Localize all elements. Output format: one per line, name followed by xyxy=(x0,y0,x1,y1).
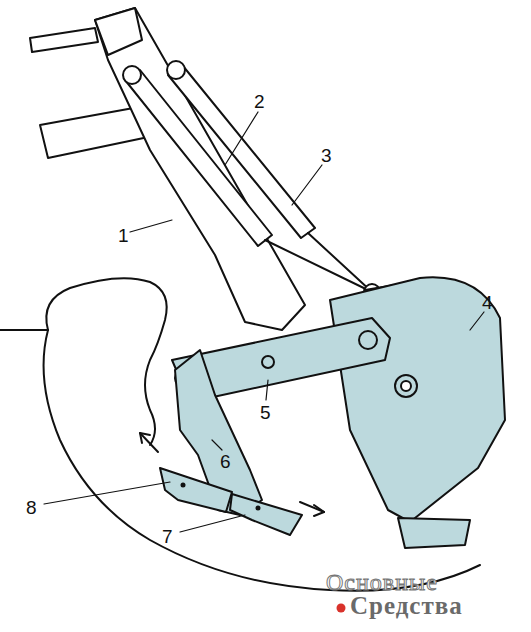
leader-line xyxy=(225,112,258,165)
pivot xyxy=(167,61,185,79)
soil-chunk xyxy=(46,278,166,445)
boom-head xyxy=(95,8,142,55)
pivot xyxy=(401,381,411,391)
pivot xyxy=(123,66,141,84)
bucket-tooth xyxy=(398,518,470,548)
ripper-tooth xyxy=(230,494,302,535)
leader-line xyxy=(266,380,268,400)
watermark: Основные xyxy=(326,570,438,594)
ripper-tooth xyxy=(160,468,232,512)
boom-stub xyxy=(30,28,98,52)
watermark: Средства xyxy=(350,593,463,618)
arrow-head xyxy=(314,505,324,516)
pivot xyxy=(359,331,377,349)
callout-number: 7 xyxy=(162,527,173,546)
leader-line xyxy=(180,515,245,532)
leader-line xyxy=(470,312,484,330)
callout-number: 5 xyxy=(260,403,271,422)
pivot xyxy=(395,375,417,397)
leader-line xyxy=(44,482,170,504)
pivot xyxy=(262,356,274,368)
leader-line xyxy=(130,220,172,232)
cylinder-3 xyxy=(168,66,315,238)
rivet xyxy=(181,483,186,488)
motion-arrow xyxy=(140,433,158,452)
ground-line xyxy=(0,329,48,331)
leader-line xyxy=(292,165,322,205)
boom xyxy=(95,8,305,330)
watermark-dot xyxy=(337,604,346,613)
callout-number: 6 xyxy=(220,452,231,471)
callout-number: 8 xyxy=(26,498,37,517)
callout-number: 1 xyxy=(118,226,129,245)
rivet xyxy=(256,506,261,511)
callout-number: 4 xyxy=(482,293,493,312)
bucket xyxy=(330,277,505,522)
rod-3 xyxy=(308,233,372,292)
leader-line xyxy=(212,440,222,450)
callout-number: 2 xyxy=(254,92,265,111)
arrow-head xyxy=(140,433,150,443)
rod-2 xyxy=(265,240,372,292)
callout-number: 3 xyxy=(321,146,332,165)
